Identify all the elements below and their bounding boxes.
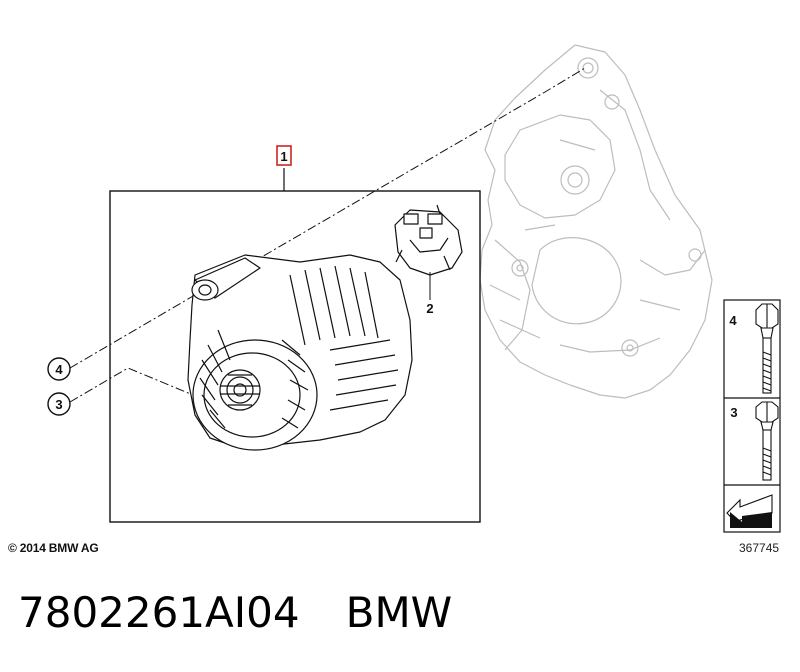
caption: 7802261AI04 BMW — [18, 588, 452, 637]
copyright-text: © 2014 BMW AG — [8, 541, 99, 555]
alternator-illustration — [187, 254, 413, 451]
callout-4-label: 4 — [55, 362, 63, 377]
callout-1-label: 1 — [280, 149, 287, 164]
navigation-arrow-icon[interactable] — [726, 494, 773, 529]
callout-3-label: 3 — [55, 397, 62, 412]
long-bolt-icon — [755, 303, 779, 394]
alignment-line-3 — [69, 367, 206, 403]
assembly-frame — [109, 190, 481, 523]
callout-1[interactable]: 1 — [276, 145, 292, 166]
legend-item-4[interactable]: 4 — [729, 303, 779, 394]
legend-item-4-label: 4 — [729, 313, 737, 328]
legend-item-3-label: 3 — [730, 405, 737, 420]
callout-3[interactable]: 3 — [47, 392, 71, 416]
brand-name: BMW — [345, 588, 453, 637]
legend-item-3[interactable]: 3 — [730, 401, 779, 481]
callout-4[interactable]: 4 — [47, 357, 71, 381]
short-bolt-icon — [755, 401, 779, 481]
part-code: 7802261AI04 — [18, 588, 300, 637]
diagram-number: 367745 — [739, 541, 780, 555]
callout-2[interactable]: 2 — [426, 301, 433, 316]
fasteners-legend: 4 3 — [723, 299, 781, 533]
voltage-regulator-illustration — [394, 204, 463, 276]
engine-bracket-ghost — [479, 44, 713, 399]
callout-2-label: 2 — [426, 301, 433, 316]
alignment-line-4 — [69, 67, 586, 369]
